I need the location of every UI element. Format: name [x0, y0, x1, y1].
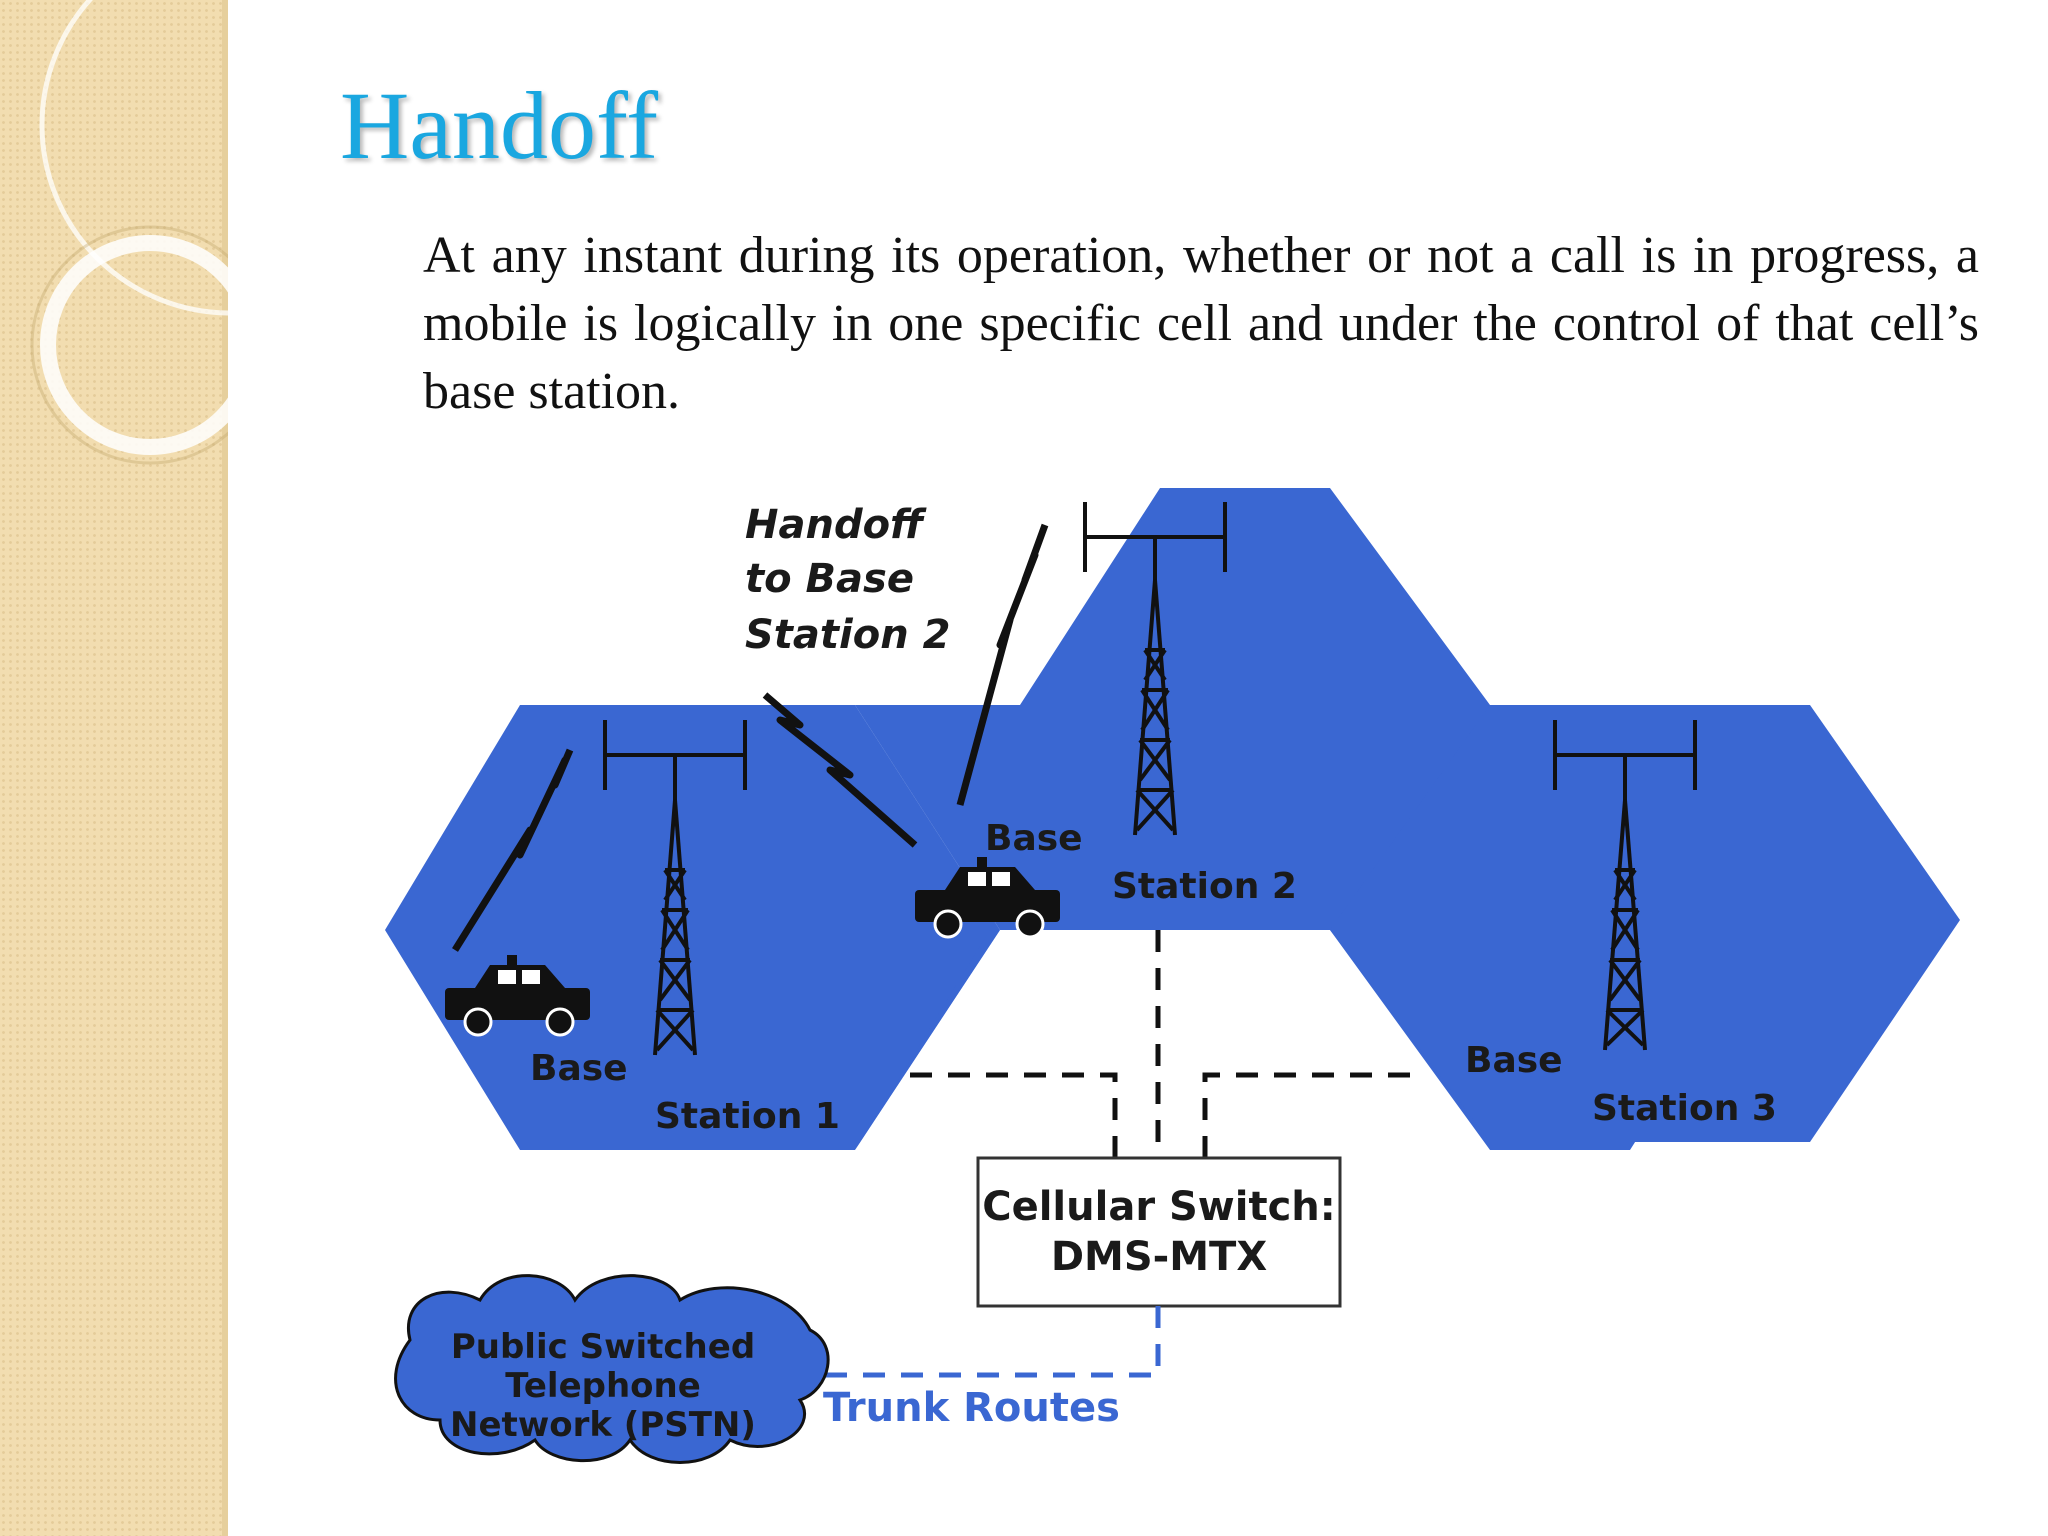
- tower-icon-station-2: [1083, 502, 1227, 836]
- switch-connection-lines: [910, 930, 1410, 1158]
- cellular-switch-box: [976, 1156, 1342, 1308]
- car-icon-1: [445, 955, 590, 1037]
- svg-text:DMS-MTX: DMS-MTX: [1051, 1234, 1268, 1280]
- cell-base-station-3: [1330, 705, 1960, 1142]
- svg-text:Station 2: Station 2: [745, 612, 950, 658]
- svg-text:Base: Base: [985, 818, 1083, 859]
- trunk-route-line: [810, 1306, 1161, 1378]
- side-band-edge: [222, 0, 228, 1536]
- radio-signal-icon-car1: [452, 748, 574, 952]
- base-station-1-label: Base Station 1: [530, 1048, 840, 1137]
- car-icon-2: [915, 857, 1060, 939]
- base-station-3-label: Base Station 3: [1465, 1040, 1777, 1129]
- svg-text:Base: Base: [530, 1048, 628, 1089]
- svg-text:Station 1: Station 1: [655, 1096, 840, 1137]
- svg-text:Station 2: Station 2: [1112, 866, 1297, 907]
- cellular-switch-label: Cellular Switch: DMS-MTX: [982, 1184, 1336, 1280]
- svg-text:Public Switched: Public Switched: [451, 1327, 755, 1367]
- slide-body-text: At any instant during its operation, whe…: [423, 227, 1979, 420]
- svg-text:Cellular Switch:: Cellular Switch:: [982, 1184, 1336, 1230]
- trunk-routes-label: Trunk Routes: [823, 1385, 1120, 1431]
- base-station-2-label: Base Station 2: [985, 818, 1297, 907]
- handoff-diagram: Handoff to Base Station 2 Base Station 1…: [385, 488, 1960, 1464]
- handoff-label: Handoff to Base Station 2: [745, 502, 950, 658]
- svg-text:Station 3: Station 3: [1592, 1088, 1777, 1129]
- decorative-rings: [30, 0, 228, 465]
- tower-icon-station-3: [1553, 720, 1697, 1051]
- svg-text:Handoff: Handoff: [745, 502, 927, 548]
- pstn-cloud: [394, 1274, 830, 1464]
- pstn-label: Public Switched Telephone Network (PSTN): [450, 1327, 756, 1445]
- svg-text:Network (PSTN): Network (PSTN): [450, 1405, 756, 1445]
- slide-title: Handoff: [340, 72, 659, 179]
- tower-icon-station-1: [603, 720, 747, 1056]
- radio-signal-icon-car2-to-bs2: [956, 523, 1049, 806]
- svg-text:Telephone: Telephone: [505, 1366, 701, 1406]
- svg-text:Base: Base: [1465, 1040, 1563, 1081]
- svg-text:to Base: to Base: [745, 556, 914, 602]
- radio-signal-icon-car2-to-bs1: [762, 692, 918, 848]
